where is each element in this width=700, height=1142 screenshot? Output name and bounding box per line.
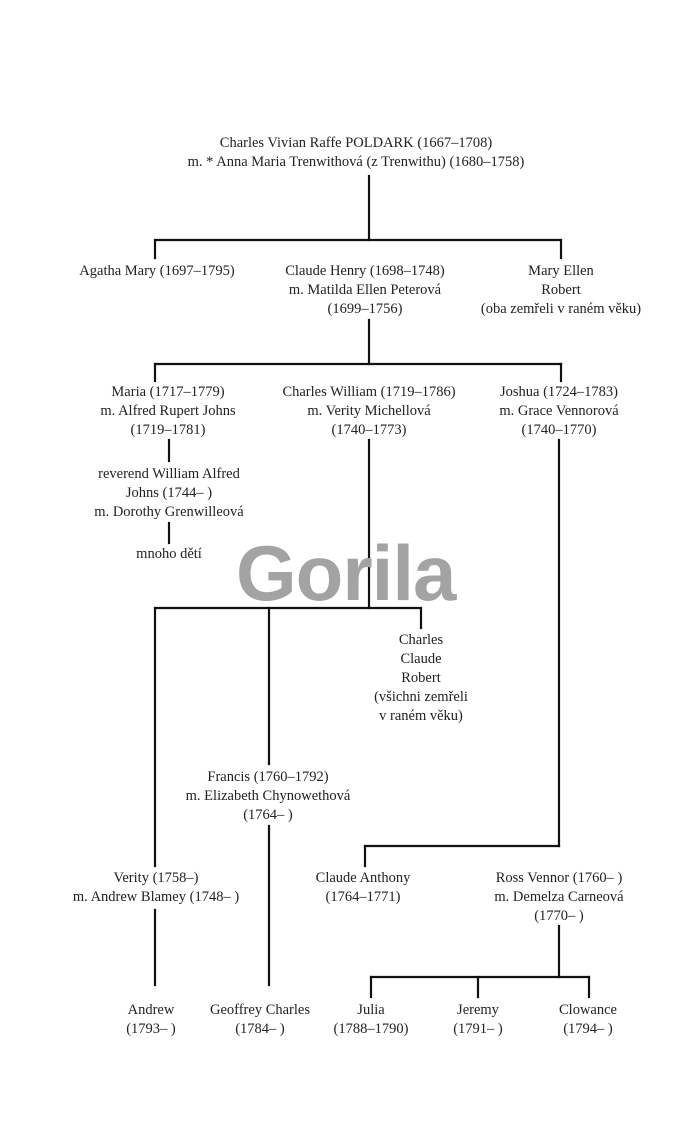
node-line: Francis (1760–1792) [207,769,329,785]
node-line: m. Dorothy Grenwilleová [94,504,244,520]
node-line: m. Verity Michellová [307,403,431,419]
node-francis: Francis (1760–1792) m. Elizabeth Chynowet… [186,768,351,825]
node-line: m. Matilda Ellen Peterová [288,282,442,298]
node-maria: Maria (1717–1779) m. Alfred Rupert Johns (… [100,383,235,440]
node-line: m. Andrew Blamey (1748– ) [72,889,240,905]
node-line: m. * Anna Maria Trenwithová (z Trenwithu… [187,154,525,170]
node-line: Agatha Mary (1697–1795) [79,263,235,279]
node-line: Jeremy [457,1002,499,1018]
node-julia: Julia (1788–1790) [334,1001,409,1039]
gorila-watermark: Gorila [236,529,456,617]
node-line: Robert [541,282,581,298]
node-line: (1788–1790) [333,1021,409,1037]
node-line: (1770– ) [534,908,584,924]
node-line: m. Elizabeth Chynowethová [185,788,351,804]
node-many-children: mnoho dětí [136,545,202,564]
node-line: m. Demelza Carneová [494,889,624,905]
node-line: mnoho dětí [136,546,202,562]
node-line: Johns (1744– ) [125,485,213,501]
node-line: m. Grace Vennorová [499,403,619,419]
node-claude-henry: Claude Henry (1698–1748) m. Matilda Ellen… [285,262,444,319]
node-clowance: Clowance (1794– ) [559,1001,617,1039]
node-line: (1793– ) [126,1021,176,1037]
node-line: Joshua (1724–1783) [499,384,619,400]
node-line: Clowance [559,1002,617,1018]
node-line: Mary Ellen [528,263,594,279]
node-line: (1719–1781) [130,422,206,438]
node-geoffrey: Geoffrey Charles (1784– ) [210,1001,310,1039]
node-ross: Ross Vennor (1760– ) m. Demelza Carneová (… [494,869,623,926]
node-line: Verity (1758–) [113,870,199,886]
node-line: Claude Anthony [315,870,411,886]
node-line: (oba zemřeli v raném věku) [480,301,642,317]
node-line: Charles [398,632,444,648]
node-verity: Verity (1758–) m. Andrew Blamey (1748– ) [73,869,239,907]
node-line: (1699–1756) [327,301,403,317]
node-line: (1764– ) [243,807,293,823]
node-line: (1740–1770) [521,422,597,438]
node-line: (1740–1773) [331,422,407,438]
node-jeremy: Jeremy (1791– ) [453,1001,503,1039]
node-line: Maria (1717–1779) [111,384,225,400]
node-line: Charles Vivian Raffe POLDARK (1667–1708) [219,135,493,151]
node-line: (1791– ) [453,1021,503,1037]
node-claude-anthony: Claude Anthony (1764–1771) [316,869,411,907]
node-line: Claude Henry (1698–1748) [285,263,445,279]
node-line: (1784– ) [235,1021,285,1037]
node-line: Charles William (1719–1786) [282,384,456,400]
node-andrew: Andrew (1793– ) [126,1001,176,1039]
node-line: (1794– ) [563,1021,613,1037]
node-line: reverend William Alfred [98,466,240,482]
node-line: (1764–1771) [325,889,401,905]
node-charles-william: Charles William (1719–1786) m. Verity Mic… [282,383,455,440]
node-line: Andrew [127,1002,175,1018]
node-line: m. Alfred Rupert Johns [100,403,236,419]
node-line: Claude [400,651,442,667]
node-joshua: Joshua (1724–1783) m. Grace Vennorová (174… [499,383,618,440]
node-line: Robert [401,670,441,686]
node-line: Ross Vennor (1760– ) [495,870,623,886]
node-line: Julia [357,1002,385,1018]
node-line: v raném věku) [379,708,463,724]
node-line: (všichni zemřeli [374,689,468,705]
node-agatha: Agatha Mary (1697–1795) [79,262,234,281]
node-root: Charles Vivian Raffe POLDARK (1667–1708)… [188,134,525,172]
node-line: Geoffrey Charles [210,1002,310,1018]
